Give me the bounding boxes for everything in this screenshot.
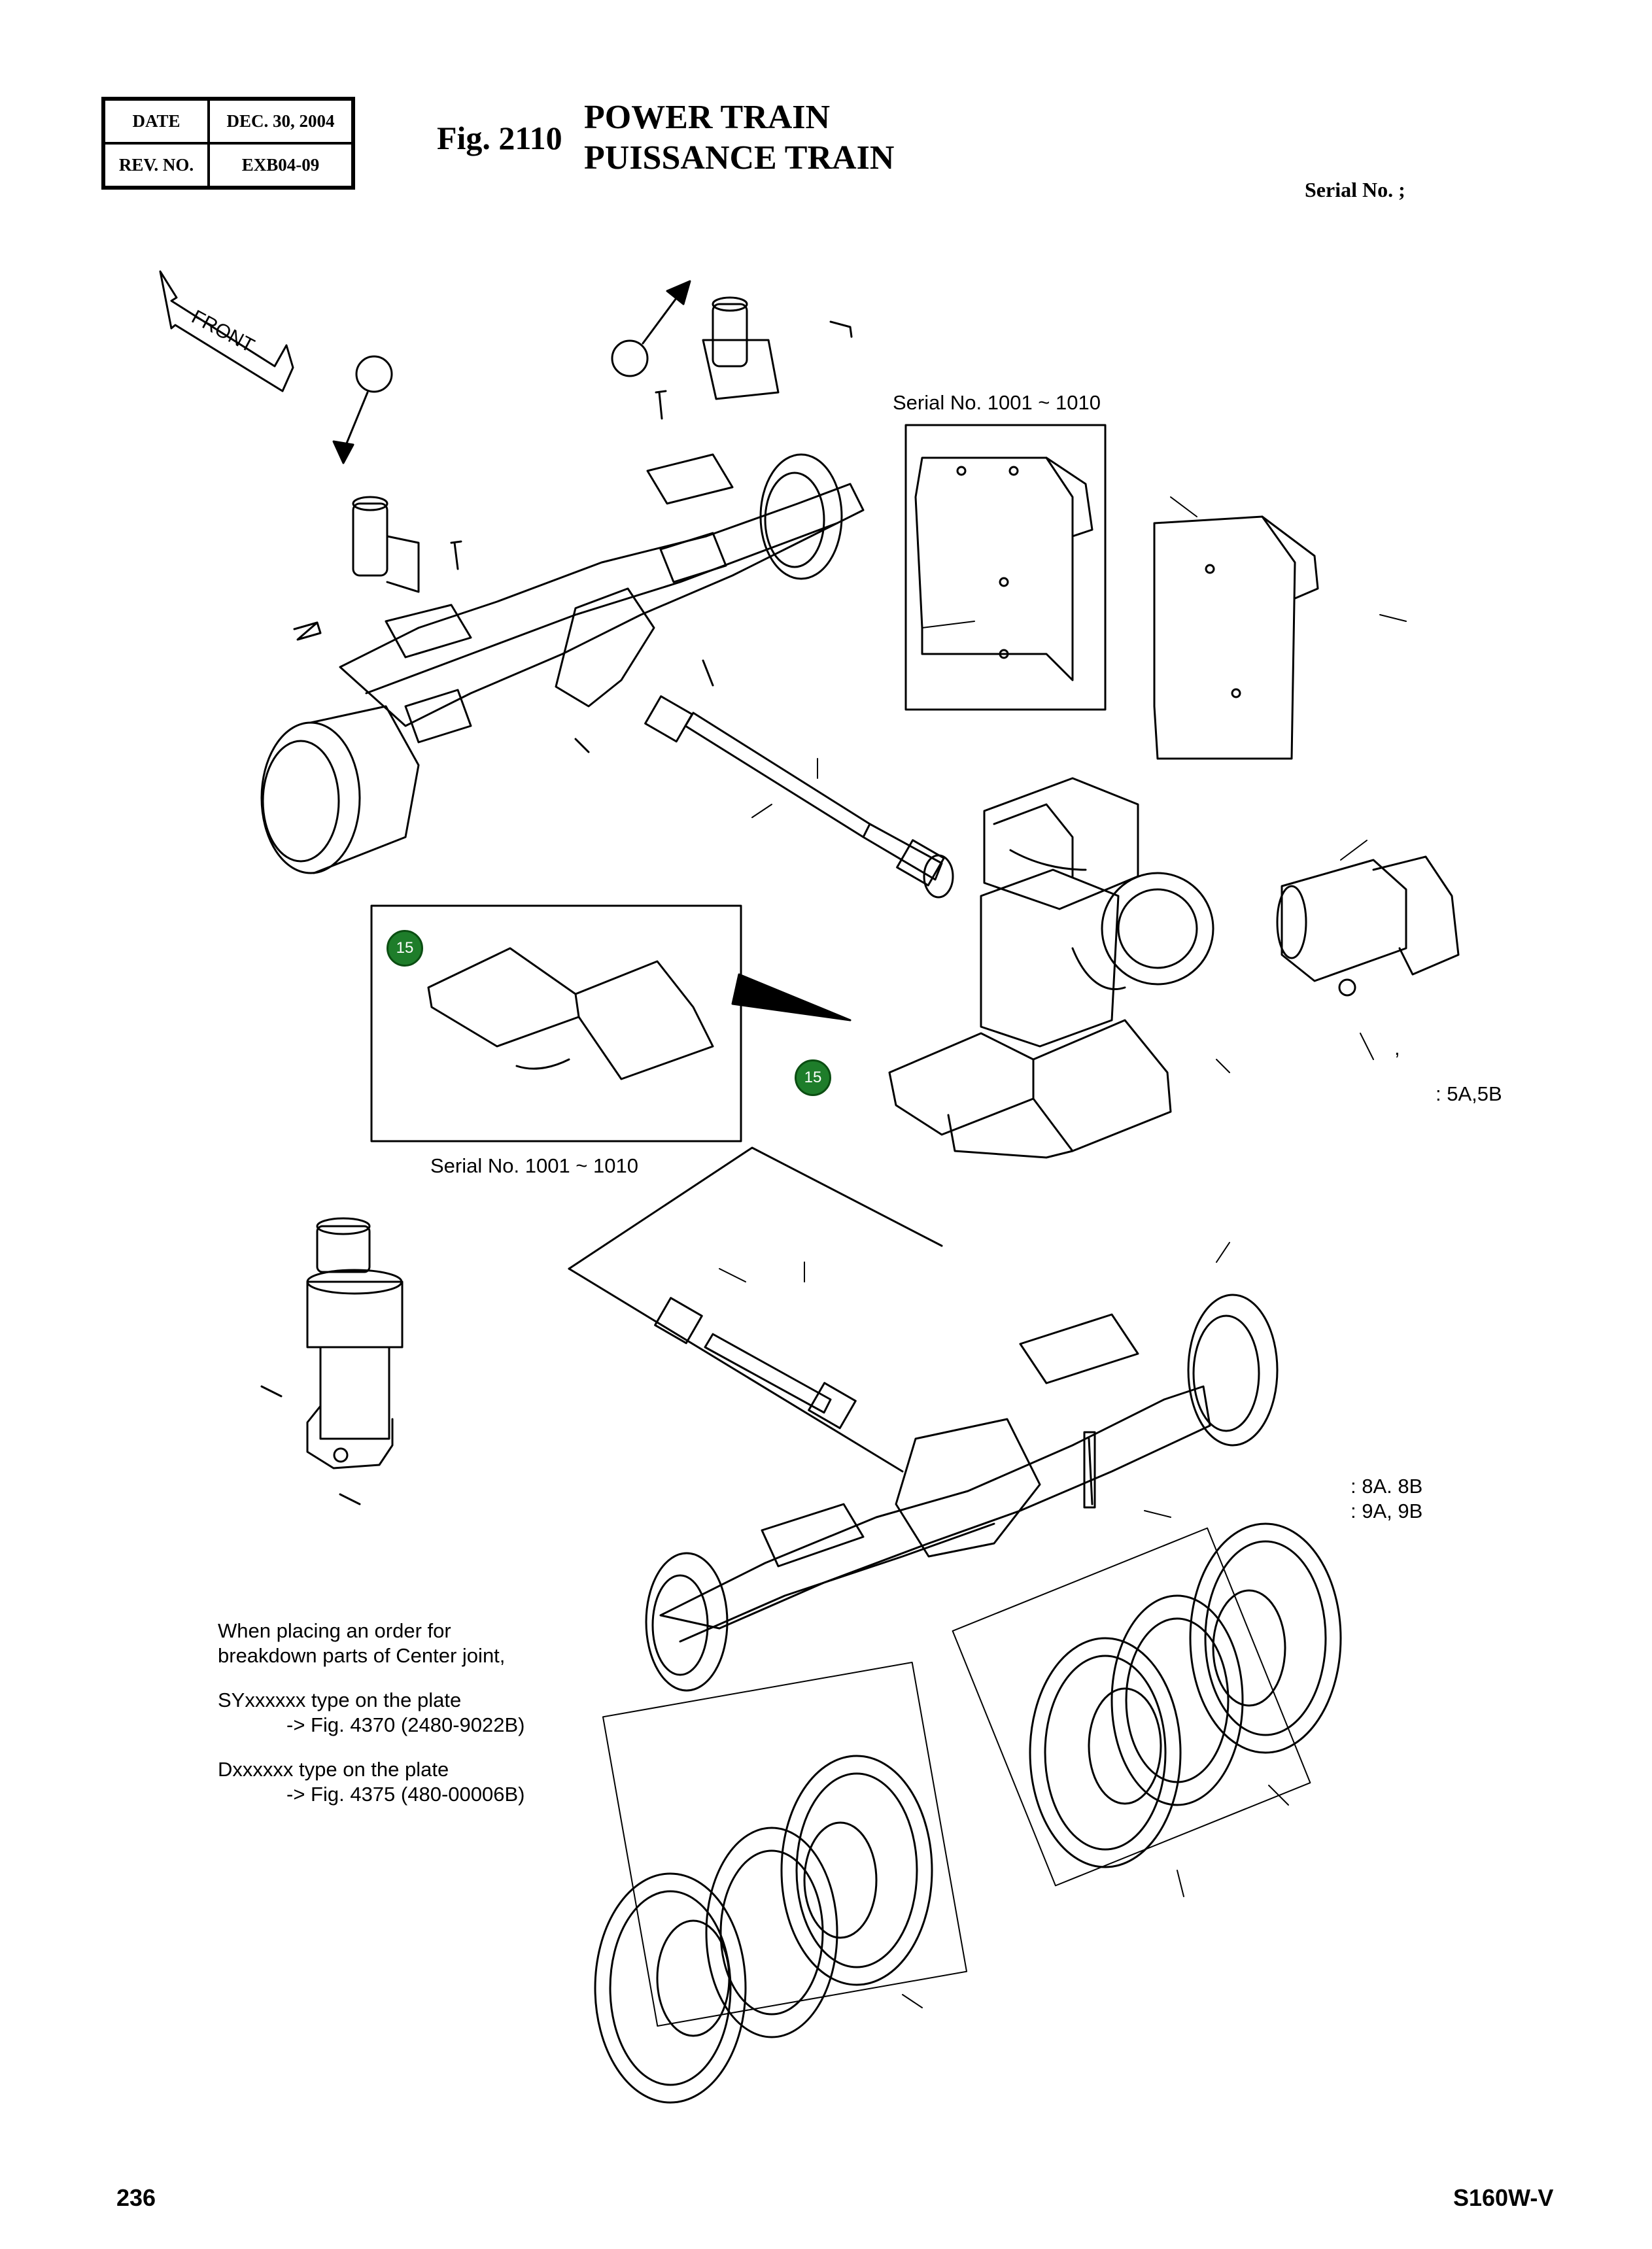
front-axle-assembly — [260, 296, 865, 874]
page-number: 236 — [116, 2184, 156, 2211]
page-subtitle: PUISSANCE TRAIN — [584, 139, 895, 177]
serial-range-lower: Serial No. 1001 ~ 1010 — [430, 1154, 638, 1177]
order-note-line: When placing an order for — [218, 1619, 451, 1642]
serial-range-upper: Serial No. 1001 ~ 1010 — [893, 391, 1101, 414]
wheel-assembly-right — [952, 1522, 1342, 1887]
rev-label: REV. NO. — [104, 143, 209, 187]
page-title: POWER TRAIN — [584, 99, 831, 136]
transmission-bracket-alt — [1153, 515, 1319, 760]
figure-number: Fig. 2110 — [437, 120, 562, 156]
reference-8: : 8A. 8B — [1351, 1475, 1423, 1498]
reference-5: : 5A,5B — [1436, 1082, 1502, 1105]
rear-axle-assembly — [645, 1294, 1279, 1692]
part-badge-15-main: 15 — [795, 1059, 831, 1096]
propeller-shaft — [644, 695, 954, 899]
front-arrow-icon — [159, 270, 294, 392]
order-note-line: -> Fig. 4370 (2480-9022B) — [286, 1713, 525, 1736]
transmission-assembly — [980, 777, 1214, 1048]
order-note-line: Dxxxxxx type on the plate — [218, 1758, 449, 1781]
reference-9: : 9A, 9B — [1351, 1500, 1423, 1522]
model-name: S160W-V — [1453, 2184, 1554, 2211]
center-joint — [260, 1217, 404, 1505]
serial-box-upper — [904, 424, 1107, 711]
serial-number-label: Serial No. ; — [1305, 178, 1405, 201]
rear-axle-guide-line — [568, 1146, 943, 1270]
order-note: When placing an order for breakdown part… — [218, 1619, 525, 1807]
revision-table: DATE DEC. 30, 2004 REV. NO. EXB04-09 — [101, 97, 355, 190]
transmission-bracket — [914, 456, 1093, 681]
date-label: DATE — [104, 99, 209, 143]
pointer-arrow-icon — [731, 973, 852, 1021]
order-note-line: breakdown parts of Center joint, — [218, 1644, 506, 1667]
wheel-assembly-left — [594, 1661, 968, 2104]
date-value: DEC. 30, 2004 — [209, 99, 353, 143]
leader-lines — [719, 496, 1407, 2008]
hydraulic-motor — [1276, 855, 1460, 997]
part-badge-15-inset: 15 — [387, 930, 423, 967]
rev-value: EXB04-09 — [209, 143, 353, 187]
reference-circle-left — [355, 355, 393, 393]
comma-mark: , — [1394, 1037, 1400, 1059]
order-note-line: -> Fig. 4375 (480-00006B) — [286, 1783, 525, 1806]
reference-circle-right — [611, 339, 649, 377]
serial-box-lower — [370, 904, 742, 1142]
guard-plate — [427, 947, 1172, 1159]
order-note-line: SYxxxxxx type on the plate — [218, 1689, 462, 1711]
